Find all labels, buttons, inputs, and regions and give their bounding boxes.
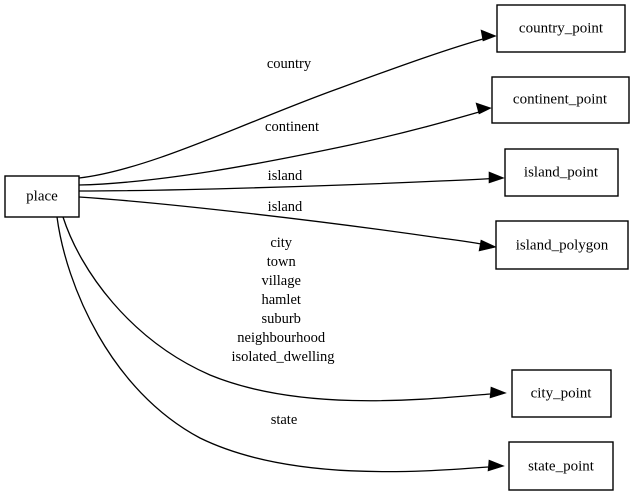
edge-label-city-line-0: city — [270, 235, 292, 251]
edge-label-island-polygon: island — [268, 199, 303, 215]
edge-island-point[interactable]: island — [78, 168, 505, 192]
edge-label-city-line-4: suburb — [261, 311, 300, 327]
edge-label-city-line-6: isolated_dwelling — [231, 349, 334, 365]
node-island-polygon-label: island_polygon — [516, 237, 609, 253]
edge-city-arrowhead — [489, 386, 507, 399]
edge-continent-arrowhead — [475, 102, 492, 115]
edge-country-path — [78, 36, 491, 179]
node-city-point-label: city_point — [531, 385, 593, 401]
edge-island-polygon-arrowhead — [478, 239, 497, 252]
node-place-box — [4, 175, 80, 218]
edge-city[interactable]: city town village hamlet suburb neighbou… — [62, 216, 507, 402]
node-city-point[interactable]: city_point — [511, 369, 612, 418]
node-country-point[interactable]: country_point — [496, 4, 626, 53]
edge-label-state: state — [271, 412, 298, 428]
node-island-point-box — [504, 148, 619, 197]
edge-city-path — [62, 216, 491, 402]
node-island-polygon-box — [495, 220, 629, 270]
nodes-layer: place country_point continent_point isla… — [4, 4, 630, 491]
node-island-point-label: island_point — [524, 164, 599, 180]
edge-label-island-point: island — [268, 168, 303, 184]
edge-label-city-line-3: hamlet — [261, 292, 300, 308]
node-island-point[interactable]: island_point — [504, 148, 619, 197]
edge-continent[interactable]: continent — [78, 102, 492, 186]
edge-island-polygon-path — [78, 196, 492, 247]
node-country-point-box — [496, 4, 626, 53]
edge-state-path — [56, 216, 489, 473]
node-state-point[interactable]: state_point — [508, 441, 614, 491]
edge-country-arrowhead — [480, 29, 497, 42]
node-state-point-label: state_point — [528, 458, 595, 474]
node-island-polygon[interactable]: island_polygon — [495, 220, 629, 270]
node-country-point-label: country_point — [519, 20, 604, 36]
edge-island-polygon[interactable]: island — [78, 196, 497, 252]
edge-state-arrowhead — [487, 459, 505, 472]
edges-layer: country continent island island city tow… — [56, 29, 507, 473]
edge-label-city-group: city town village hamlet suburb neighbou… — [231, 235, 334, 365]
edge-country[interactable]: country — [78, 29, 497, 179]
edge-island-point-path — [78, 177, 500, 192]
node-continent-point-label: continent_point — [513, 91, 608, 107]
edge-label-continent: continent — [265, 119, 319, 135]
edge-continent-path — [78, 109, 487, 186]
edge-label-city-line-1: town — [267, 254, 297, 270]
node-continent-point-box — [491, 76, 630, 124]
node-place[interactable]: place — [4, 175, 80, 218]
edge-label-country: country — [267, 56, 312, 72]
node-place-label: place — [26, 188, 58, 204]
edge-label-city-line-5: neighbourhood — [237, 330, 326, 346]
node-city-point-box — [511, 369, 612, 418]
edge-label-city-line-2: village — [261, 273, 300, 289]
node-state-point-box — [508, 441, 614, 491]
edge-island-point-arrowhead — [488, 171, 505, 184]
node-continent-point[interactable]: continent_point — [491, 76, 630, 124]
edge-state[interactable]: state — [56, 216, 505, 473]
